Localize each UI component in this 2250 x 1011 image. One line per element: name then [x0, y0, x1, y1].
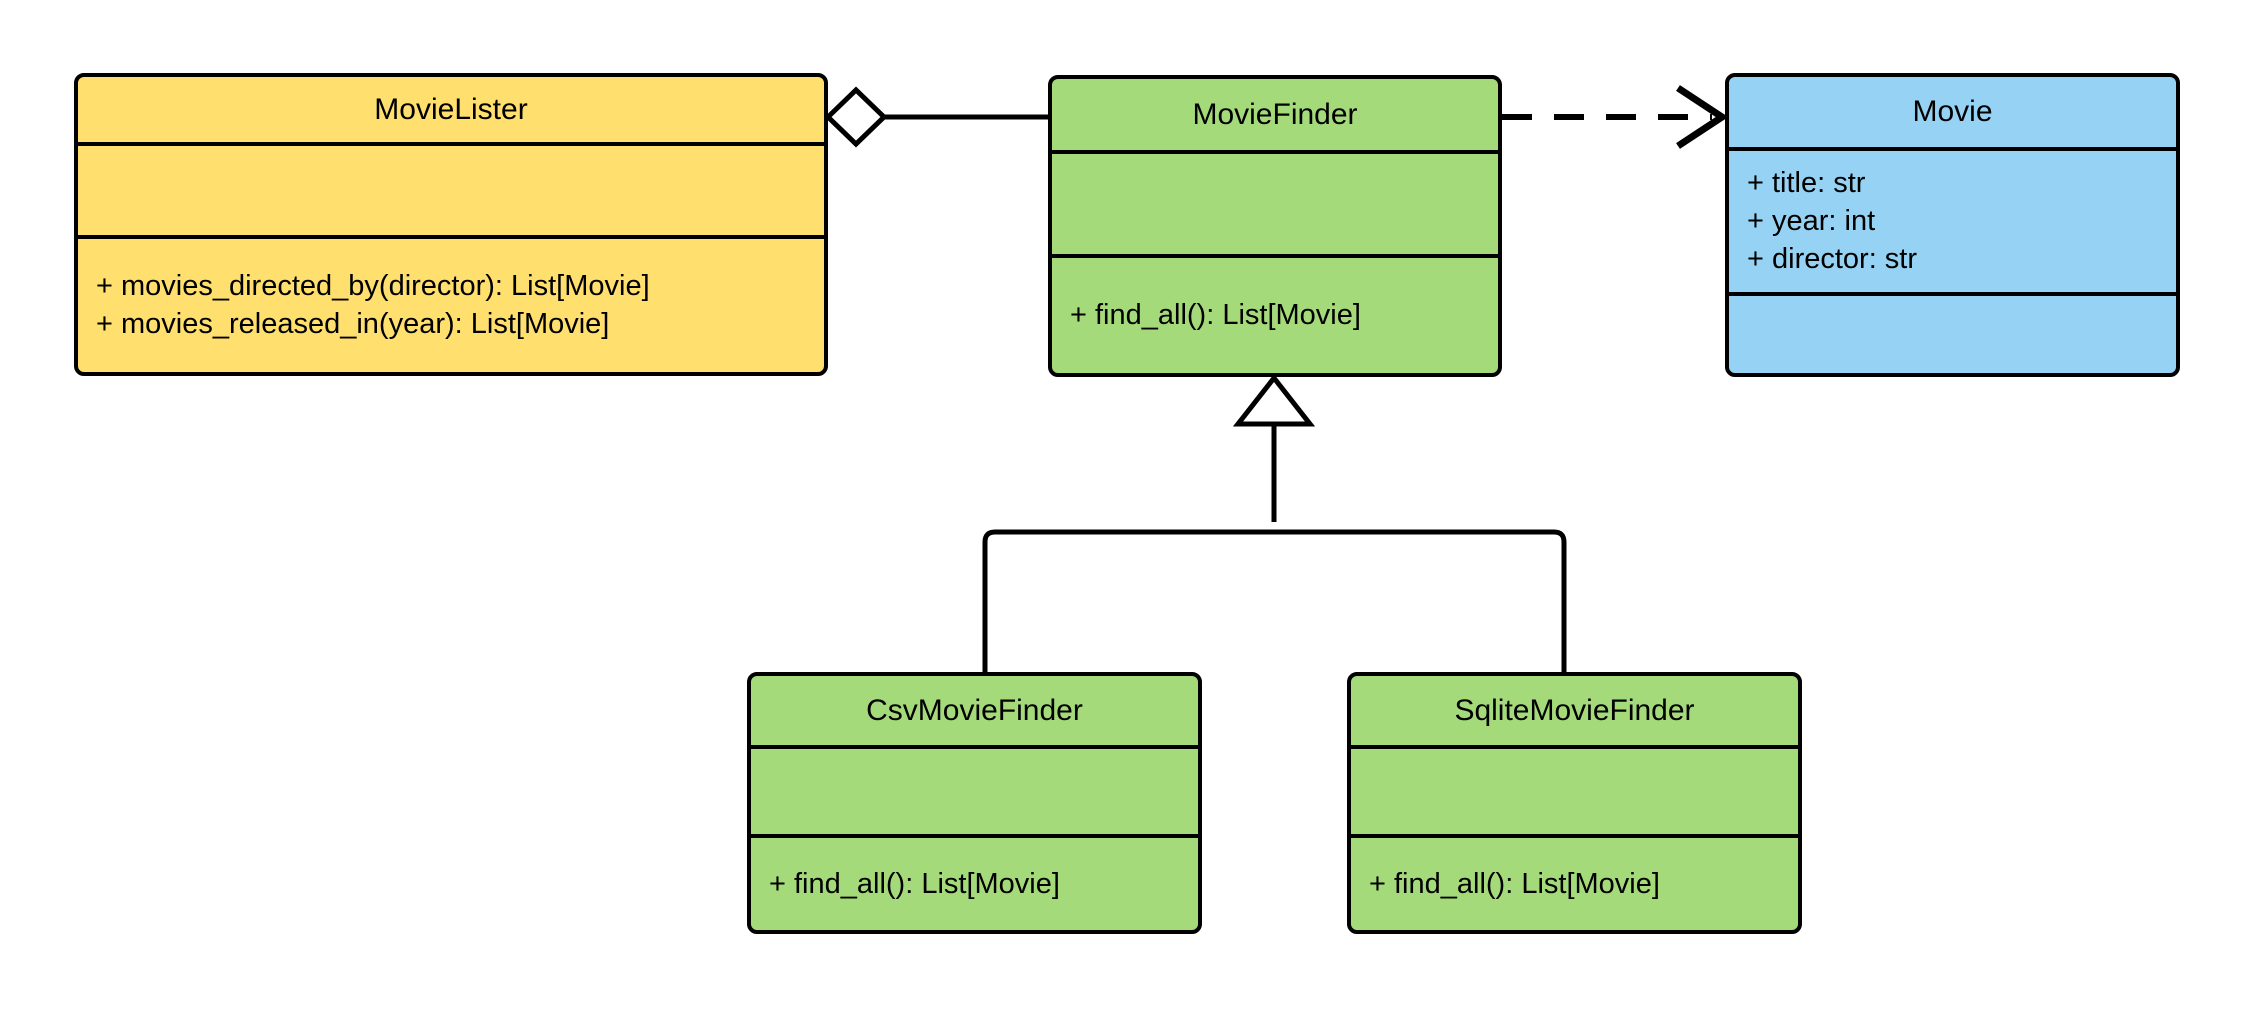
- class-box-csv-movie-finder[interactable]: CsvMovieFinder + find_all(): List[Movie]: [747, 672, 1202, 934]
- edge-generalization-bus: [982, 373, 1567, 672]
- class-name-movie: Movie: [1912, 95, 1993, 129]
- method-item: + find_all(): List[Movie]: [769, 867, 1060, 900]
- method-item: + find_all(): List[Movie]: [1369, 867, 1660, 900]
- methods-compartment-movie: [1729, 291, 2176, 373]
- method-item: + find_all(): List[Movie]: [1070, 299, 1361, 332]
- method-item: + movies_directed_by(director): List[Mov…: [96, 270, 650, 303]
- attributes-compartment-movie-lister: [78, 142, 824, 235]
- class-name-csv-movie-finder: CsvMovieFinder: [866, 693, 1083, 727]
- attribute-item: + year: int: [1747, 204, 1876, 237]
- attribute-item: + title: str: [1747, 166, 1866, 199]
- hollow-diamond-marker: [824, 86, 888, 148]
- edge-dependency-finder-movie: [1502, 85, 1729, 149]
- generalization-bus-path: [982, 529, 1567, 672]
- class-name-sqlite-movie-finder: SqliteMovieFinder: [1454, 693, 1695, 727]
- attributes-compartment-sqlite-movie-finder: [1351, 744, 1798, 834]
- class-box-sqlite-movie-finder[interactable]: SqliteMovieFinder + find_all(): List[Mov…: [1347, 672, 1802, 934]
- hollow-triangle-marker: [1232, 373, 1316, 427]
- class-box-movie-finder[interactable]: MovieFinder + find_all(): List[Movie]: [1048, 75, 1502, 377]
- class-box-movie[interactable]: Movie + title: str + year: int + directo…: [1725, 73, 2180, 377]
- attributes-compartment-movie-finder: [1052, 150, 1498, 254]
- attributes-compartment-movie: + title: str + year: int + director: str: [1729, 146, 2176, 292]
- class-name-movie-finder: MovieFinder: [1192, 98, 1358, 131]
- attributes-compartment-csv-movie-finder: [751, 744, 1198, 834]
- class-box-movie-lister[interactable]: MovieLister + movies_directed_by(directo…: [74, 73, 828, 376]
- method-item: + movies_released_in(year): List[Movie]: [96, 308, 610, 341]
- class-name-movie-lister: MovieLister: [374, 93, 528, 127]
- attribute-item: + director: str: [1747, 243, 1918, 276]
- methods-compartment-csv-movie-finder: + find_all(): List[Movie]: [751, 833, 1198, 931]
- methods-compartment-sqlite-movie-finder: + find_all(): List[Movie]: [1351, 833, 1798, 931]
- edge-aggregation-lister-finder: [824, 86, 1048, 148]
- methods-compartment-movie-finder: + find_all(): List[Movie]: [1052, 253, 1498, 373]
- open-arrow-marker: [1676, 85, 1729, 149]
- methods-compartment-movie-lister: + movies_directed_by(director): List[Mov…: [78, 234, 824, 372]
